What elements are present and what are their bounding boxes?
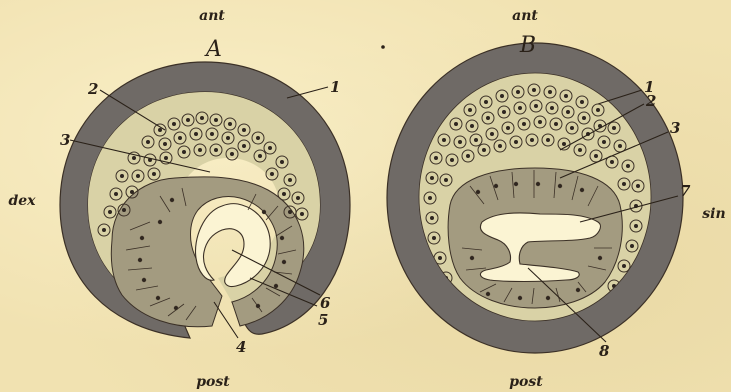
panel-b-callout-2: 2 [645, 92, 656, 110]
label-sin: sin [702, 206, 725, 222]
label-dex: dex [8, 193, 36, 209]
label-ant-left: ant [199, 8, 225, 24]
panel-a-title: A [204, 37, 222, 62]
panel-a-callout-5: 5 [318, 311, 328, 329]
panel-b-callout-3: 3 [670, 119, 680, 137]
label-post-right: post [509, 374, 543, 390]
panel-a-callout-4: 4 [236, 338, 246, 356]
panel-a-callout-6: 6 [320, 294, 331, 312]
panel-b-callout-7: 7 [680, 182, 691, 200]
panel-b-callout-8: 8 [599, 342, 610, 360]
label-ant-right: ant [512, 8, 538, 24]
panel-a [60, 62, 350, 338]
stray-dot [381, 45, 385, 49]
panel-b-title: B [519, 33, 536, 58]
panel-a-callout-1: 1 [330, 78, 340, 96]
panel-a-callout-3: 3 [60, 131, 70, 149]
panel-b [387, 43, 683, 353]
panel-a-callout-2: 2 [87, 80, 98, 98]
label-post-left: post [196, 374, 230, 390]
